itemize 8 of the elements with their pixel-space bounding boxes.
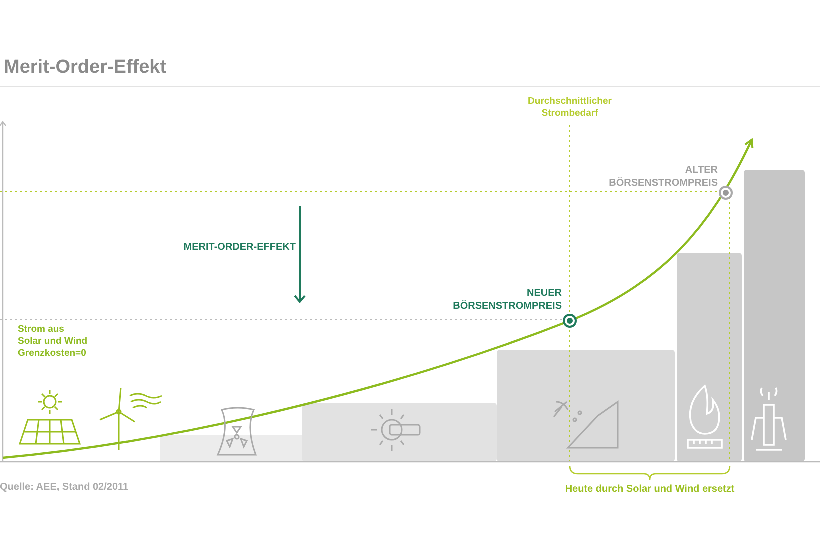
bracket-label: Heute durch Solar und Wind ersetzt: [564, 484, 736, 496]
chart-title: Merit-Order-Effekt: [4, 56, 167, 80]
demand-label: Durchschnittlicher Strombedarf: [527, 96, 613, 120]
note-text: Strom aus Solar und Wind Grenzkosten=0: [18, 324, 89, 360]
effect-label: MERIT-ORDER-EFFEKT: [182, 242, 296, 254]
source-note: Quelle: AEE, Stand 02/2011: [0, 482, 129, 494]
price-label: ALTER BÖRSENSTROMPREIS: [608, 165, 718, 190]
price-label: NEUER BÖRSENSTROMPREIS: [452, 288, 562, 313]
